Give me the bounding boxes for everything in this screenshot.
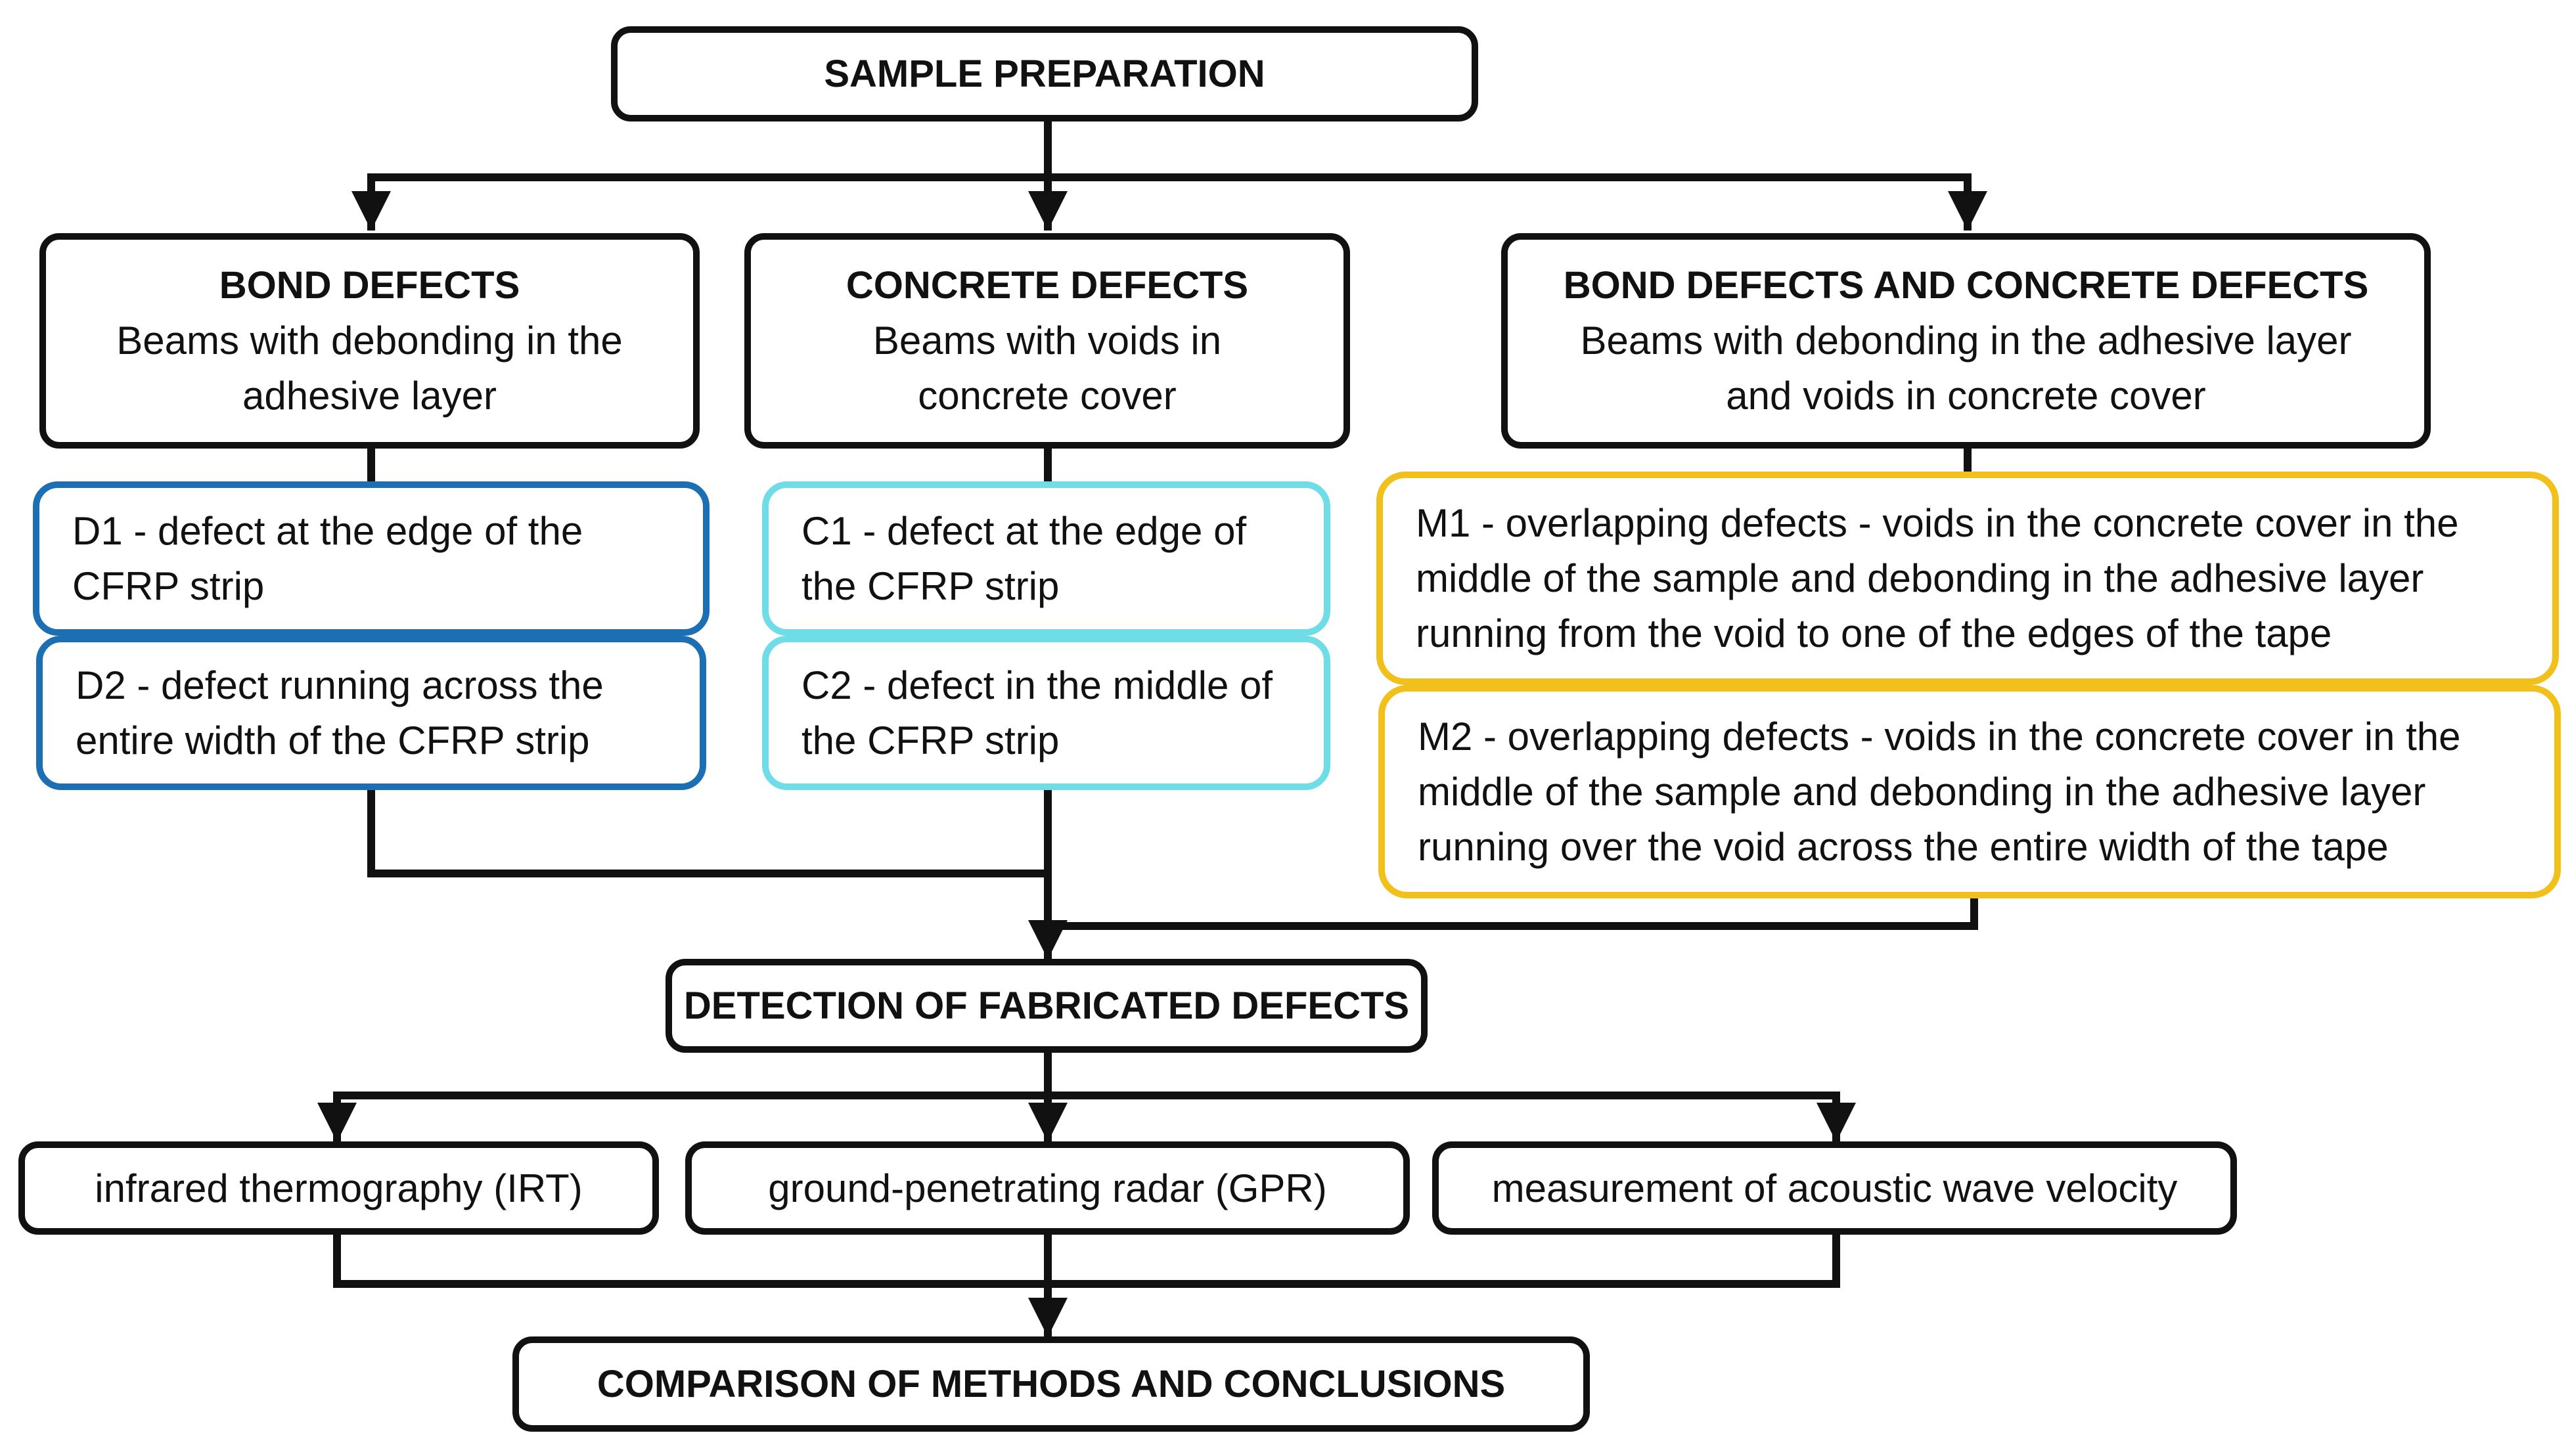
sample-preparation-box: SAMPLE PREPARATION: [611, 26, 1478, 121]
defect-item-m1-line-1: M1 - overlapping defects - voids in the …: [1416, 500, 2459, 545]
sample-preparation-title: SAMPLE PREPARATION: [824, 52, 1265, 95]
defect-item-d2: D2 - defect running across the entire wi…: [36, 636, 706, 790]
combined-defects-desc-line-1: Beams with debonding in the adhesive lay…: [1580, 319, 2352, 363]
method-gpr-label: ground-penetrating radar (GPR): [768, 1166, 1327, 1210]
bond-defects-title: BOND DEFECTS: [219, 264, 520, 307]
method-irt-box: infrared thermography (IRT): [18, 1141, 659, 1235]
bond-defects-desc-line-2: adhesive layer: [242, 374, 497, 418]
defect-item-c2: C2 - defect in the middle of the CFRP st…: [762, 636, 1330, 790]
concrete-defects-box: CONCRETE DEFECTS Beams with voids in con…: [744, 233, 1350, 449]
comparison-box: COMPARISON OF METHODS AND CONCLUSIONS: [512, 1336, 1590, 1432]
method-gpr-box: ground-penetrating radar (GPR): [685, 1141, 1410, 1235]
defect-item-c2-line-1: C2 - defect in the middle of: [801, 663, 1273, 707]
defect-item-d2-line-1: D2 - defect running across the: [76, 663, 604, 707]
combined-defects-title: BOND DEFECTS AND CONCRETE DEFECTS: [1563, 264, 2369, 307]
combined-defects-box: BOND DEFECTS AND CONCRETE DEFECTS Beams …: [1501, 233, 2431, 449]
defect-item-m1-line-3: running from the void to one of the edge…: [1416, 611, 2332, 655]
defect-item-c1-line-2: the CFRP strip: [801, 563, 1060, 608]
defect-item-m2-line-2: middle of the sample and debonding in th…: [1418, 769, 2426, 814]
method-acoustic-box: measurement of acoustic wave velocity: [1432, 1141, 2237, 1235]
connector-bond-merge: [367, 786, 1052, 877]
combined-defects-desc-line-2: and voids in concrete cover: [1726, 374, 2206, 418]
defect-item-c2-line-2: the CFRP strip: [801, 718, 1060, 762]
concrete-defects-title: CONCRETE DEFECTS: [846, 264, 1249, 307]
connector-combined-merge: [1044, 894, 1978, 930]
defect-item-d1: D1 - defect at the edge of the CFRP stri…: [33, 481, 710, 636]
defect-item-d1-line-2: CFRP strip: [72, 563, 265, 608]
defect-item-m2-line-3: running over the void across the entire …: [1418, 824, 2389, 869]
comparison-title: COMPARISON OF METHODS AND CONCLUSIONS: [597, 1362, 1506, 1405]
concrete-defects-desc-line-1: Beams with voids in: [872, 319, 1222, 363]
defect-item-c1: C1 - defect at the edge of the CFRP stri…: [762, 481, 1330, 636]
detection-title: DETECTION OF FABRICATED DEFECTS: [683, 984, 1410, 1027]
concrete-defects-desc-line-2: concrete cover: [918, 374, 1177, 418]
defect-item-m2-line-1: M2 - overlapping defects - voids in the …: [1418, 714, 2461, 759]
detection-box: DETECTION OF FABRICATED DEFECTS: [666, 959, 1428, 1053]
defect-item-m2: M2 - overlapping defects - voids in the …: [1378, 685, 2561, 898]
defect-item-d1-line-1: D1 - defect at the edge of the: [72, 508, 583, 553]
bond-defects-desc-line-1: Beams with debonding in the: [116, 319, 623, 363]
defect-item-d2-line-2: entire width of the CFRP strip: [76, 718, 590, 762]
bond-defects-box: BOND DEFECTS Beams with debonding in the…: [39, 233, 700, 449]
defect-item-c1-line-1: C1 - defect at the edge of: [801, 508, 1247, 553]
defect-item-m1-line-2: middle of the sample and debonding in th…: [1416, 556, 2424, 600]
connector-irt-merge: [333, 1231, 1840, 1288]
defect-item-m1: M1 - overlapping defects - voids in the …: [1376, 472, 2559, 685]
method-acoustic-label: measurement of acoustic wave velocity: [1491, 1166, 2178, 1210]
method-irt-label: infrared thermography (IRT): [95, 1166, 583, 1210]
